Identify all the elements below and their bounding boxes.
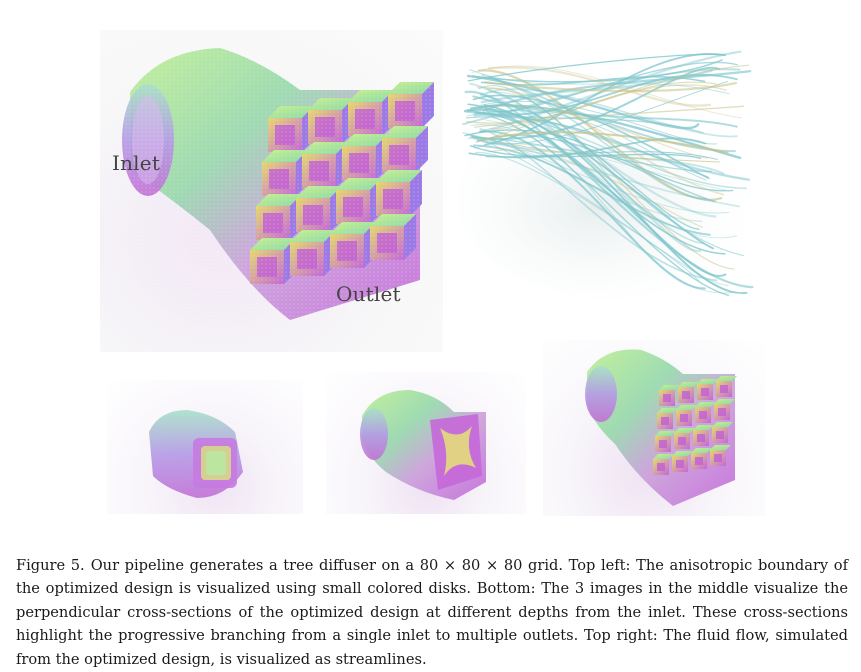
outlet-cube	[678, 382, 699, 403]
cross-section-3-illustration	[585, 349, 737, 506]
streamline	[484, 80, 738, 93]
figure: Inlet Outlet	[100, 28, 765, 516]
streamline	[479, 93, 702, 252]
streamlines-illustration	[458, 50, 758, 298]
figure-caption: Figure 5.Our pipeline generates a tree d…	[16, 554, 848, 672]
streamline	[482, 70, 752, 112]
outlet-cube	[710, 445, 731, 466]
streamline	[463, 108, 748, 294]
outlet-cube-grid-small	[653, 376, 737, 475]
streamline	[478, 85, 745, 257]
cross-section-2	[326, 372, 526, 514]
streamline	[466, 81, 717, 124]
streamline	[478, 104, 700, 230]
cross-section-3	[543, 340, 765, 516]
outlet-cube	[659, 385, 680, 406]
streamline	[485, 137, 703, 222]
streamline	[466, 133, 700, 282]
outlet-cube	[653, 454, 674, 475]
cross-section-2-illustration	[360, 390, 486, 500]
streamline	[469, 136, 713, 172]
streamline	[478, 130, 706, 290]
streamline	[488, 66, 712, 107]
streamline	[475, 64, 750, 143]
streamline	[480, 100, 718, 145]
outlet-cube	[712, 422, 733, 443]
cross-section-1	[107, 380, 303, 514]
streamline	[464, 129, 734, 192]
streamline	[485, 61, 738, 113]
inlet-label: Inlet	[112, 151, 161, 175]
outlet-cube	[697, 379, 718, 400]
outlet-cube	[657, 408, 678, 429]
streamline	[488, 149, 704, 228]
streamline	[469, 69, 730, 95]
streamline	[467, 111, 704, 134]
streamline	[471, 59, 723, 83]
outlet-cube	[674, 428, 695, 449]
outlet-cube	[716, 376, 737, 397]
streamline	[467, 53, 725, 82]
streamline	[472, 94, 710, 180]
outlet-cube	[693, 425, 714, 446]
streamline	[472, 144, 711, 236]
streamline	[479, 50, 742, 133]
caption-text: Our pipeline generates a tree diffuser o…	[16, 556, 848, 668]
streamline	[472, 95, 738, 128]
figure-number: Figure 5.	[16, 556, 85, 574]
streamline	[483, 131, 729, 154]
streamline	[476, 86, 725, 196]
streamline	[465, 116, 709, 178]
outlet-cube	[655, 431, 676, 452]
cross-section-1-illustration	[149, 410, 243, 498]
streamlines-render	[458, 28, 758, 320]
streamline	[481, 74, 707, 200]
outlet-cube	[695, 402, 716, 423]
outlet-cube	[672, 451, 693, 472]
streamline-bundle	[462, 50, 754, 297]
outlet-cube	[714, 399, 735, 420]
outlet-cube	[676, 405, 697, 426]
streamline	[488, 89, 705, 245]
streamline	[467, 103, 726, 255]
streamline	[471, 66, 721, 140]
diffuser-boundary-illustration	[100, 30, 443, 352]
outlet-label: Outlet	[336, 282, 401, 306]
diffuser-boundary-render	[100, 30, 443, 352]
outlet-cube	[691, 448, 712, 469]
